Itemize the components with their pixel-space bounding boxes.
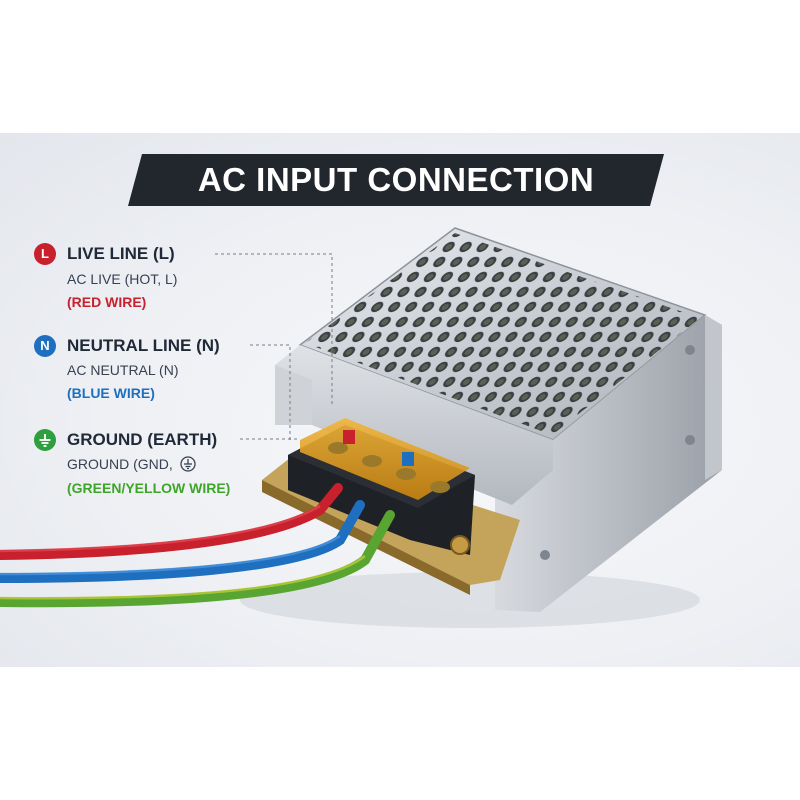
ground-line-heading: GROUND (EARTH) — [67, 430, 218, 449]
live-line-description: AC LIVE (HOT, L) — [67, 271, 178, 287]
ground-description-text: GROUND (GND, — [67, 456, 173, 473]
live-line-heading: LIVE LINE (L) — [67, 244, 175, 263]
ground-line-description: GROUND (GND, — [67, 456, 196, 475]
leader-line-neutral — [250, 344, 291, 440]
neutral-line-description: AC NEUTRAL (N) — [67, 362, 179, 378]
neutral-line-heading: NEUTRAL LINE (N) — [67, 336, 220, 355]
side-panel — [495, 315, 722, 612]
leader-line-live — [215, 253, 333, 405]
ground-wire-label: (GREEN/YELLOW WIRE) — [67, 480, 231, 496]
live-badge: L — [34, 243, 56, 265]
ground-symbol-icon — [34, 429, 56, 451]
page-title: AC INPUT CONNECTION — [197, 161, 595, 198]
title-banner: AC INPUT CONNECTION — [128, 154, 664, 206]
live-wire-label: (RED WIRE) — [67, 294, 147, 310]
terminal-cover — [300, 418, 470, 500]
blue-wire — [0, 500, 365, 583]
neutral-wire-label: (BLUE WIRE) — [67, 385, 155, 401]
red-wire — [0, 483, 343, 560]
green-yellow-wire — [0, 510, 395, 608]
earth-symbol-icon — [180, 456, 196, 475]
neutral-badge: N — [34, 335, 56, 357]
